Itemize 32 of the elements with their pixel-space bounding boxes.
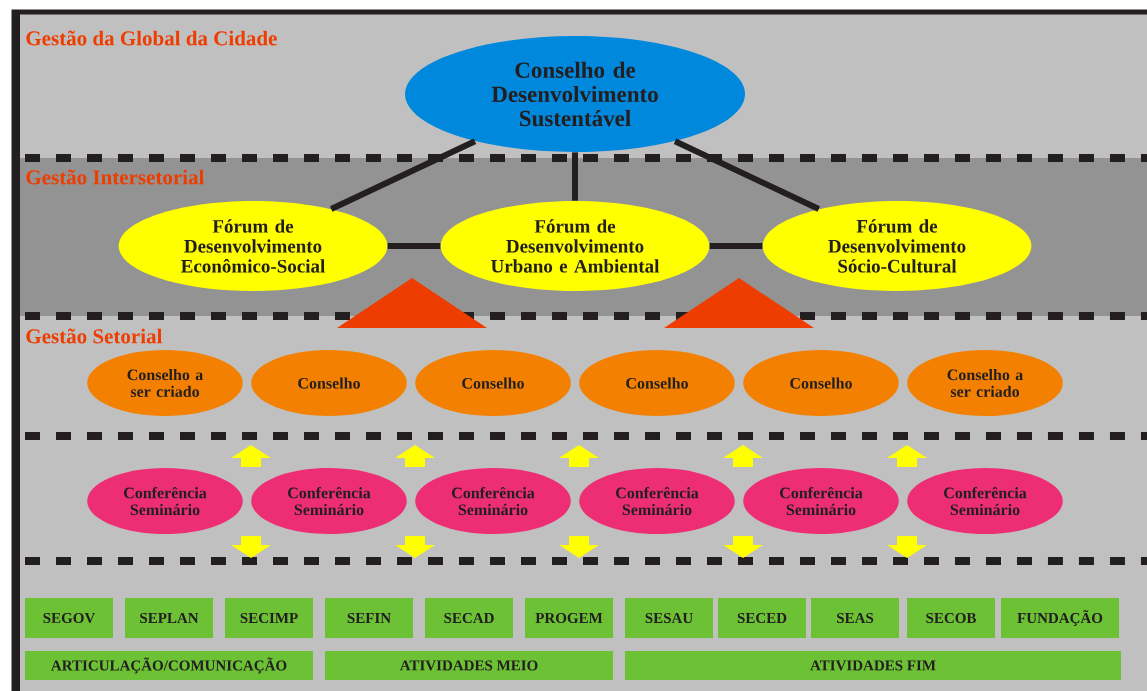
block-arrow [395, 536, 435, 558]
department-box: SECAD [425, 598, 513, 638]
department-box: SESAU [625, 598, 713, 638]
department-box: PROGEM [525, 598, 613, 638]
block-arrow [559, 536, 599, 558]
block-arrow [395, 445, 435, 467]
section-label: Gestão da Global da Cidade [26, 30, 277, 46]
section-label: Gestão Setorial [26, 328, 163, 344]
block-arrow [887, 536, 927, 558]
department-box: SECIMP [225, 598, 313, 638]
department-box: SEFIN [325, 598, 413, 638]
block-arrow [231, 445, 271, 467]
connector-line [387, 243, 441, 249]
activity-bar: ARTICULAÇÃO/COMUNICAÇÃO [25, 651, 313, 680]
block-arrow [723, 445, 763, 467]
activity-bar: ATIVIDADES FIM [625, 651, 1121, 680]
department-box: SEPLAN [125, 598, 213, 638]
connector-line [572, 152, 578, 201]
block-arrow [723, 536, 763, 558]
connector-line [673, 138, 821, 212]
activity-bar: ATIVIDADES MEIO [325, 651, 613, 680]
department-box: SEGOV [25, 598, 113, 638]
block-arrow [887, 445, 927, 467]
section-label: Gestão Intersetorial [26, 169, 205, 185]
department-box: SECOB [907, 598, 995, 638]
block-arrow [559, 445, 599, 467]
block-arrow [231, 536, 271, 558]
department-box: SEAS [811, 598, 899, 638]
department-box: FUNDAÇÃO [1001, 598, 1119, 638]
department-box: SECED [718, 598, 806, 638]
connector-line [709, 243, 763, 249]
connector-line [329, 138, 477, 212]
